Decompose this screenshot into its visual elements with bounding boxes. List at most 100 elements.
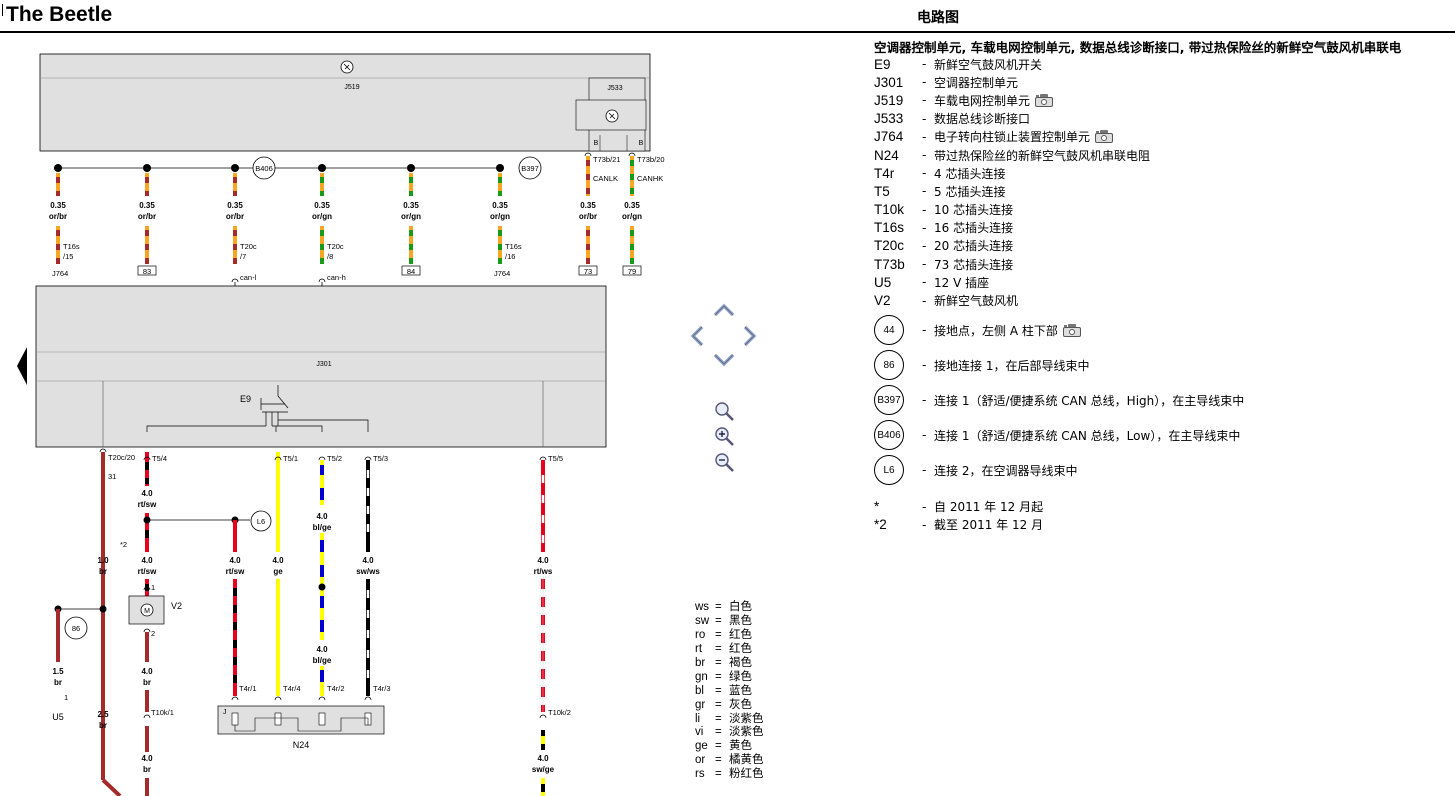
connector-ref-box: 79 xyxy=(628,267,636,276)
wire-color: bl/ge xyxy=(313,523,332,532)
legend-row: J533-数据总线诊断接口 xyxy=(874,110,1455,128)
pin-label-t5-2: T5/2 xyxy=(327,454,342,463)
previous-page-arrow-icon[interactable] xyxy=(17,347,27,385)
legend-description: 连接 1（舒适/便捷系统 CAN 总线，Low），在主导线束中 xyxy=(934,427,1240,444)
equals-sign: = xyxy=(715,684,722,697)
wire-size: 4.0 xyxy=(141,489,153,498)
legend-row: L6 -连接 2，在空调器导线束中 xyxy=(874,453,1455,488)
pin-label-t5-5: T5/5 xyxy=(548,454,563,463)
legend-description: 新鲜空气鼓风机 xyxy=(934,292,1018,309)
wire-color: or/gn xyxy=(490,212,510,221)
pan-left-button[interactable] xyxy=(689,324,705,348)
equals-sign: = xyxy=(715,642,722,655)
pin-sub-label: CANHK xyxy=(637,174,663,183)
legend-description: 数据总线诊断接口 xyxy=(934,110,1030,127)
legend-row: J301-空调器控制单元 xyxy=(874,73,1455,91)
legend-description: 73 芯插头连接 xyxy=(934,256,1013,273)
camera-icon[interactable] xyxy=(1062,323,1081,337)
legend-row: 86 -接地连接 1，在后部导线束中 xyxy=(874,348,1455,383)
connector-ref-box: 83 xyxy=(143,267,151,276)
zoom-reset-icon[interactable] xyxy=(713,400,735,422)
pan-down-button[interactable] xyxy=(712,352,736,368)
wire-color: sw/ge xyxy=(532,765,555,774)
pin-label: T16s xyxy=(505,242,522,251)
legend-dash: - xyxy=(922,184,927,199)
pan-right-button[interactable] xyxy=(742,324,758,348)
color-legend-row: or=橘黄色 xyxy=(695,754,764,768)
legend-symbol-code: 86 xyxy=(874,350,904,381)
motor-icon xyxy=(140,603,154,617)
color-legend-row: rt=红色 xyxy=(695,643,764,657)
connector-label-86: 86 xyxy=(72,624,80,633)
color-abbr: ge xyxy=(695,740,708,753)
color-legend-row: sw=黑色 xyxy=(695,615,764,629)
legend-symbol-code: L6 xyxy=(874,455,904,486)
legend-code: *2 xyxy=(874,517,887,533)
module-label-j519: J519 xyxy=(344,84,359,91)
component-ref: J764 xyxy=(52,269,68,278)
pin-sub-label: CANLK xyxy=(593,174,618,183)
color-abbr: ws xyxy=(695,601,710,613)
wire-size: 0.35 xyxy=(50,201,66,210)
legend-dash: - xyxy=(922,293,927,308)
pin-label-t5-3: T5/3 xyxy=(373,454,388,463)
legend-description-text: 接地连接 1，在后部导线束中 xyxy=(934,358,1090,373)
pin-sub-label: can-h xyxy=(327,273,346,282)
pin-label: T73b/20 xyxy=(637,155,665,164)
legend-description: 20 芯插头连接 xyxy=(934,237,1013,254)
legend-symbol-code: B406 xyxy=(874,420,904,451)
legend-dash: - xyxy=(922,358,927,373)
legend-dash: - xyxy=(922,499,927,514)
legend-dash: - xyxy=(922,238,927,253)
wire-color: br xyxy=(99,721,107,730)
legend-symbol: B397 xyxy=(874,385,922,416)
legend-description-text: 新鲜空气鼓风机 xyxy=(934,294,1019,309)
legend-symbol: B406 xyxy=(874,420,922,451)
legend-description-text: 电子转向柱锁止装置控制单元 xyxy=(934,130,1091,145)
zoom-out-icon[interactable] xyxy=(713,451,735,473)
legend-description-text: 4 芯插头连接 xyxy=(934,166,1006,181)
legend-description-text: 12 V 插座 xyxy=(934,275,990,290)
legend-description-text: 73 芯插头连接 xyxy=(934,257,1014,272)
legend-description-text: 带过热保险丝的新鲜空气鼓风机串联电阻 xyxy=(934,148,1151,163)
zoom-in-icon[interactable] xyxy=(713,425,735,447)
connector-label-b397: B397 xyxy=(521,164,539,173)
legend-description-text: 16 芯插头连接 xyxy=(934,221,1014,236)
legend-row: U5-12 V 插座 xyxy=(874,273,1455,291)
legend-row: N24-带过热保险丝的新鲜空气鼓风机串联电阻 xyxy=(874,146,1455,164)
legend-code: T16s xyxy=(874,220,905,236)
camera-icon[interactable] xyxy=(1095,130,1114,144)
color-name: 淡紫色 xyxy=(729,726,764,739)
legend-code: U5 xyxy=(874,274,892,290)
wire-size: 0.35 xyxy=(580,201,596,210)
legend-row: *2-截至 2011 年 12 月 xyxy=(874,516,1455,534)
wire-color: br xyxy=(143,765,151,774)
color-abbr: li xyxy=(695,712,701,725)
legend-description: 10 芯插头连接 xyxy=(934,201,1013,218)
component-n24 xyxy=(217,705,385,735)
color-abbr: br xyxy=(695,656,706,669)
legend-description: 连接 2，在空调器导线束中 xyxy=(934,462,1077,479)
legend-row: B406-连接 1（舒适/便捷系统 CAN 总线，Low），在主导线束中 xyxy=(874,418,1455,453)
color-name: 白色 xyxy=(729,601,752,613)
legend-code: T10k xyxy=(874,202,905,218)
equals-sign: = xyxy=(715,698,722,711)
legend-dash: - xyxy=(922,463,927,478)
pin-label-t4r4: T4r/4 xyxy=(283,684,301,693)
color-name: 褐色 xyxy=(729,656,752,669)
pin-label: T16s xyxy=(63,242,80,251)
wire-color: rt/sw xyxy=(138,567,157,576)
legend-code: J519 xyxy=(874,92,904,108)
legend-heading: 空调器控制单元, 车载电网控制单元, 数据总线诊断接口, 带过热保险丝的新鲜空气… xyxy=(874,40,1402,55)
color-name: 红色 xyxy=(729,642,752,655)
connector-label-b406: B406 xyxy=(255,164,273,173)
color-legend-row: vi=淡紫色 xyxy=(695,726,764,740)
legend-dash: - xyxy=(922,93,927,108)
legend-code: * xyxy=(874,499,880,515)
pin-label: T20c xyxy=(327,242,344,251)
pan-up-button[interactable] xyxy=(712,302,736,318)
camera-icon[interactable] xyxy=(1035,93,1054,107)
wiring-diagram: J519 J533 B B B406 B397 0.35or/brT16s/15… xyxy=(35,53,665,796)
